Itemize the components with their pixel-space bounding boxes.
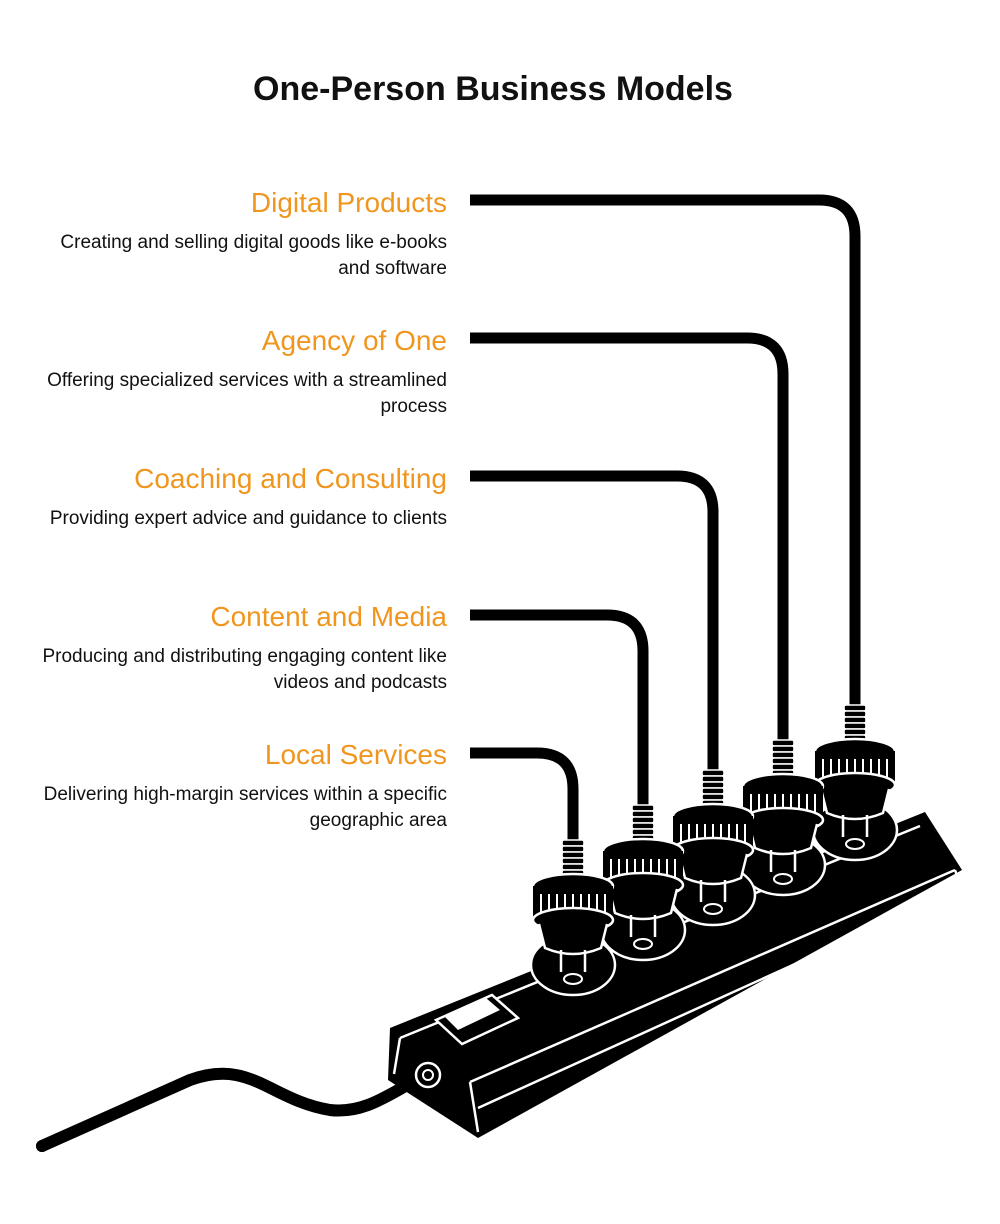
power-cord-end [36,1140,48,1152]
page-title: One-Person Business Models [253,70,733,108]
power-cord [36,1067,434,1152]
business-model-title: Content and Media [210,601,447,632]
business-model-title: Coaching and Consulting [134,463,447,494]
plug-cable [470,194,897,837]
business-model-description: Providing expert advice and guidance to … [49,508,447,529]
business-model-title: Local Services [264,739,447,770]
business-model-description: Producing and distributing engaging cont… [42,646,447,693]
business-model-title: Digital Products [250,187,447,218]
business-model-title: Agency of One [261,325,447,356]
business-model-description: Creating and selling digital goods like … [60,232,447,279]
business-model-description: Delivering high-margin services within a… [43,784,447,831]
plug-cable [470,609,685,937]
cables [470,194,897,972]
business-model-description: Offering specialized services with a str… [47,370,447,417]
plug-cable [470,332,825,872]
power-strip [388,812,962,1138]
plug-cable [470,747,615,972]
power-switch [433,993,521,1046]
plug-cable [470,470,755,902]
